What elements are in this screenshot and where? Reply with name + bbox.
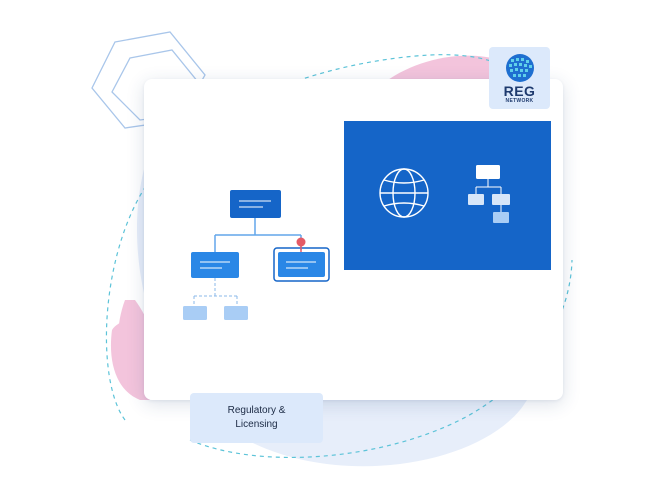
- blue-panel: [344, 121, 551, 270]
- logo-title: REG: [503, 83, 536, 99]
- regulatory-licensing-label: Regulatory & Licensing: [190, 393, 323, 443]
- pink-blob-bottom-2: [110, 319, 150, 400]
- dashed-orbit-2: [189, 259, 573, 459]
- reg-network-logo: REG NETWORK: [489, 47, 550, 109]
- logo-subtitle: NETWORK: [505, 98, 534, 104]
- label-text: Regulatory & Licensing: [227, 405, 286, 430]
- logo-globe-icon: [505, 54, 534, 82]
